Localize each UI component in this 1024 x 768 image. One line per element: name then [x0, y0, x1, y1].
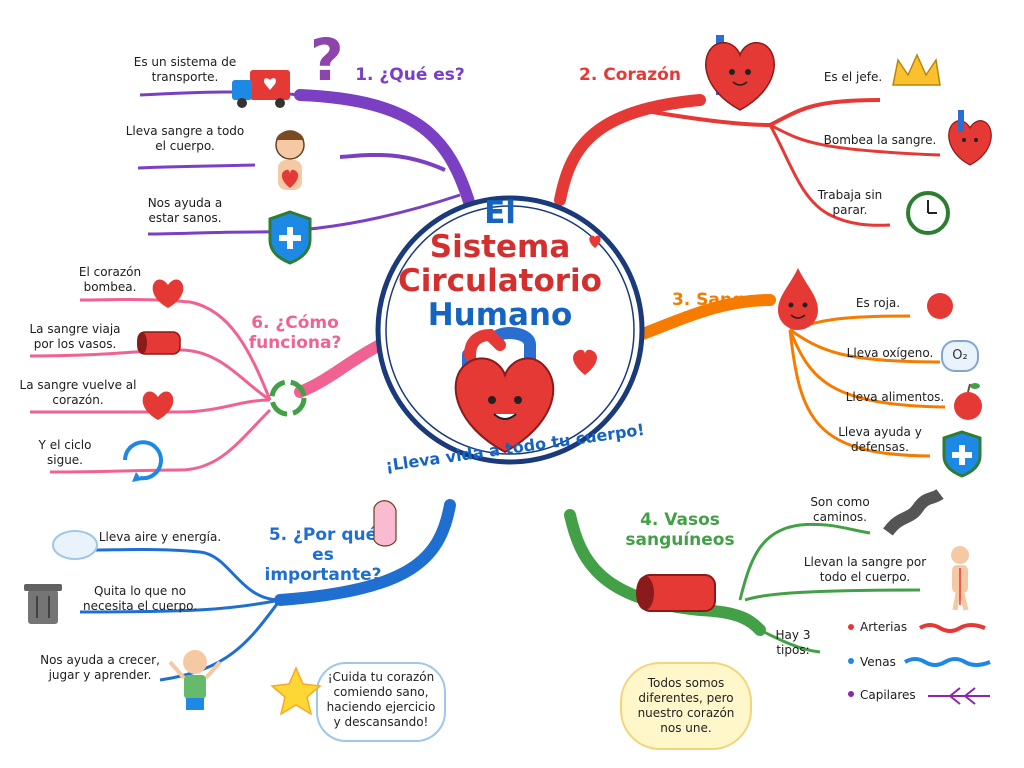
small-heart-icon	[589, 235, 601, 248]
branch-vasos-sub3	[759, 628, 821, 654]
tip-cloud: ¡Cuida tu corazón comiendo sano, haciend…	[316, 662, 446, 742]
importante-item-1: Lleva aire y energía.	[98, 530, 222, 544]
funciona-item-4: Y el ciclo sigue.	[38, 438, 92, 467]
importante-item-2: Quita lo que no necesita el cuerpo.	[82, 584, 198, 613]
vasos-item-1: Son como caminos.	[810, 495, 870, 524]
vasos-tipos-label: Hay 3 tipos:	[775, 628, 811, 657]
branch-funciona-main	[294, 339, 386, 398]
branch-sangre-sub3	[788, 329, 946, 409]
branch-title-sangre: 3. Sangre	[671, 290, 765, 310]
branch-corazon-main	[554, 94, 706, 206]
vaso-tipo-capilares: Capilares	[860, 688, 916, 702]
branch-que-es-sub1	[139, 90, 301, 97]
branch-title-funciona: 6. ¿Cómo funciona?	[248, 313, 342, 353]
title-line-3: Circulatorio	[398, 263, 602, 299]
central-heart-icon	[454, 327, 555, 454]
branch-funciona-sub1	[79, 298, 272, 401]
branch-title-vasos: 4. Vasos sanguíneos	[625, 510, 735, 550]
branch-title-que-es: 1. ¿Qué es?	[355, 65, 465, 85]
branch-title-importante: 5. ¿Por qué es importante?	[264, 525, 382, 585]
tip-text: ¡Cuida tu corazón comiendo sano, haciend…	[326, 670, 436, 729]
corazon-item-2: Bombea la sangre.	[823, 133, 937, 147]
title-line-2: Sistema	[429, 229, 571, 265]
vaso-tipo-venas: Venas	[860, 655, 896, 669]
importante-item-3: Nos ayuda a crecer, jugar y aprender.	[40, 653, 160, 682]
branch-corazon-sub	[639, 98, 881, 128]
branch-vasos-sub2	[744, 588, 921, 602]
corazon-item-1: Es el jefe.	[823, 70, 883, 84]
branch-sangre-sub4	[788, 329, 931, 458]
funciona-item-3: La sangre vuelve al corazón.	[19, 378, 137, 407]
branch-sangre-sub1	[789, 314, 911, 332]
small-heart-icon	[573, 349, 597, 375]
branch-funciona-sub4	[49, 408, 272, 474]
title-line-4: Humano	[427, 297, 573, 333]
branch-que-es-main	[294, 89, 476, 211]
branch-importante-main	[274, 499, 456, 606]
sangre-item-2: Lleva oxígeno.	[846, 346, 934, 360]
corazon-item-3: Trabaja sin parar.	[817, 188, 883, 217]
branch-corazon-sub2	[769, 123, 941, 157]
branch-que-es-sub2b	[137, 163, 256, 170]
branch-funciona-sub3	[30, 398, 271, 414]
branch-importante-sub1	[94, 548, 281, 602]
vaso-tipo-arterias: Arterias	[860, 620, 908, 634]
title-line-1: El	[484, 195, 516, 231]
sangre-item-4: Lleva ayuda y defensas.	[838, 425, 922, 454]
que-es-item-1: Es un sistema de transporte.	[133, 55, 237, 84]
funciona-item-2: La sangre viaja por los vasos.	[29, 322, 121, 351]
unity-bubble: Todos somos diferentes, pero nuestro cor…	[620, 662, 752, 750]
branch-sangre-main	[634, 294, 776, 341]
que-es-item-3: Nos ayuda a estar sanos.	[147, 196, 223, 225]
branch-importante-sub2	[79, 598, 281, 614]
sangre-item-1: Es roja.	[855, 296, 901, 310]
branch-vasos-sub1	[738, 522, 871, 601]
unity-bubble-text: Todos somos diferentes, pero nuestro cor…	[637, 676, 735, 735]
main-title: El Sistema Circulatorio Humano	[380, 196, 620, 332]
branch-corazon-sub3	[768, 124, 891, 227]
branch-sangre-sub2	[789, 328, 941, 364]
sangre-item-3: Lleva alimentos.	[845, 390, 945, 404]
oxygen-cloud-icon: O₂	[941, 340, 979, 372]
funciona-item-1: El corazón bombea.	[78, 265, 142, 294]
vasos-item-2: Llevan la sangre por todo el cuerpo.	[803, 555, 927, 584]
branch-title-corazon: 2. Corazón	[579, 65, 681, 85]
center-circle-inner	[385, 205, 635, 455]
que-es-item-2: Lleva sangre a todo el cuerpo.	[125, 124, 245, 153]
branch-que-es-sub2	[339, 152, 446, 172]
